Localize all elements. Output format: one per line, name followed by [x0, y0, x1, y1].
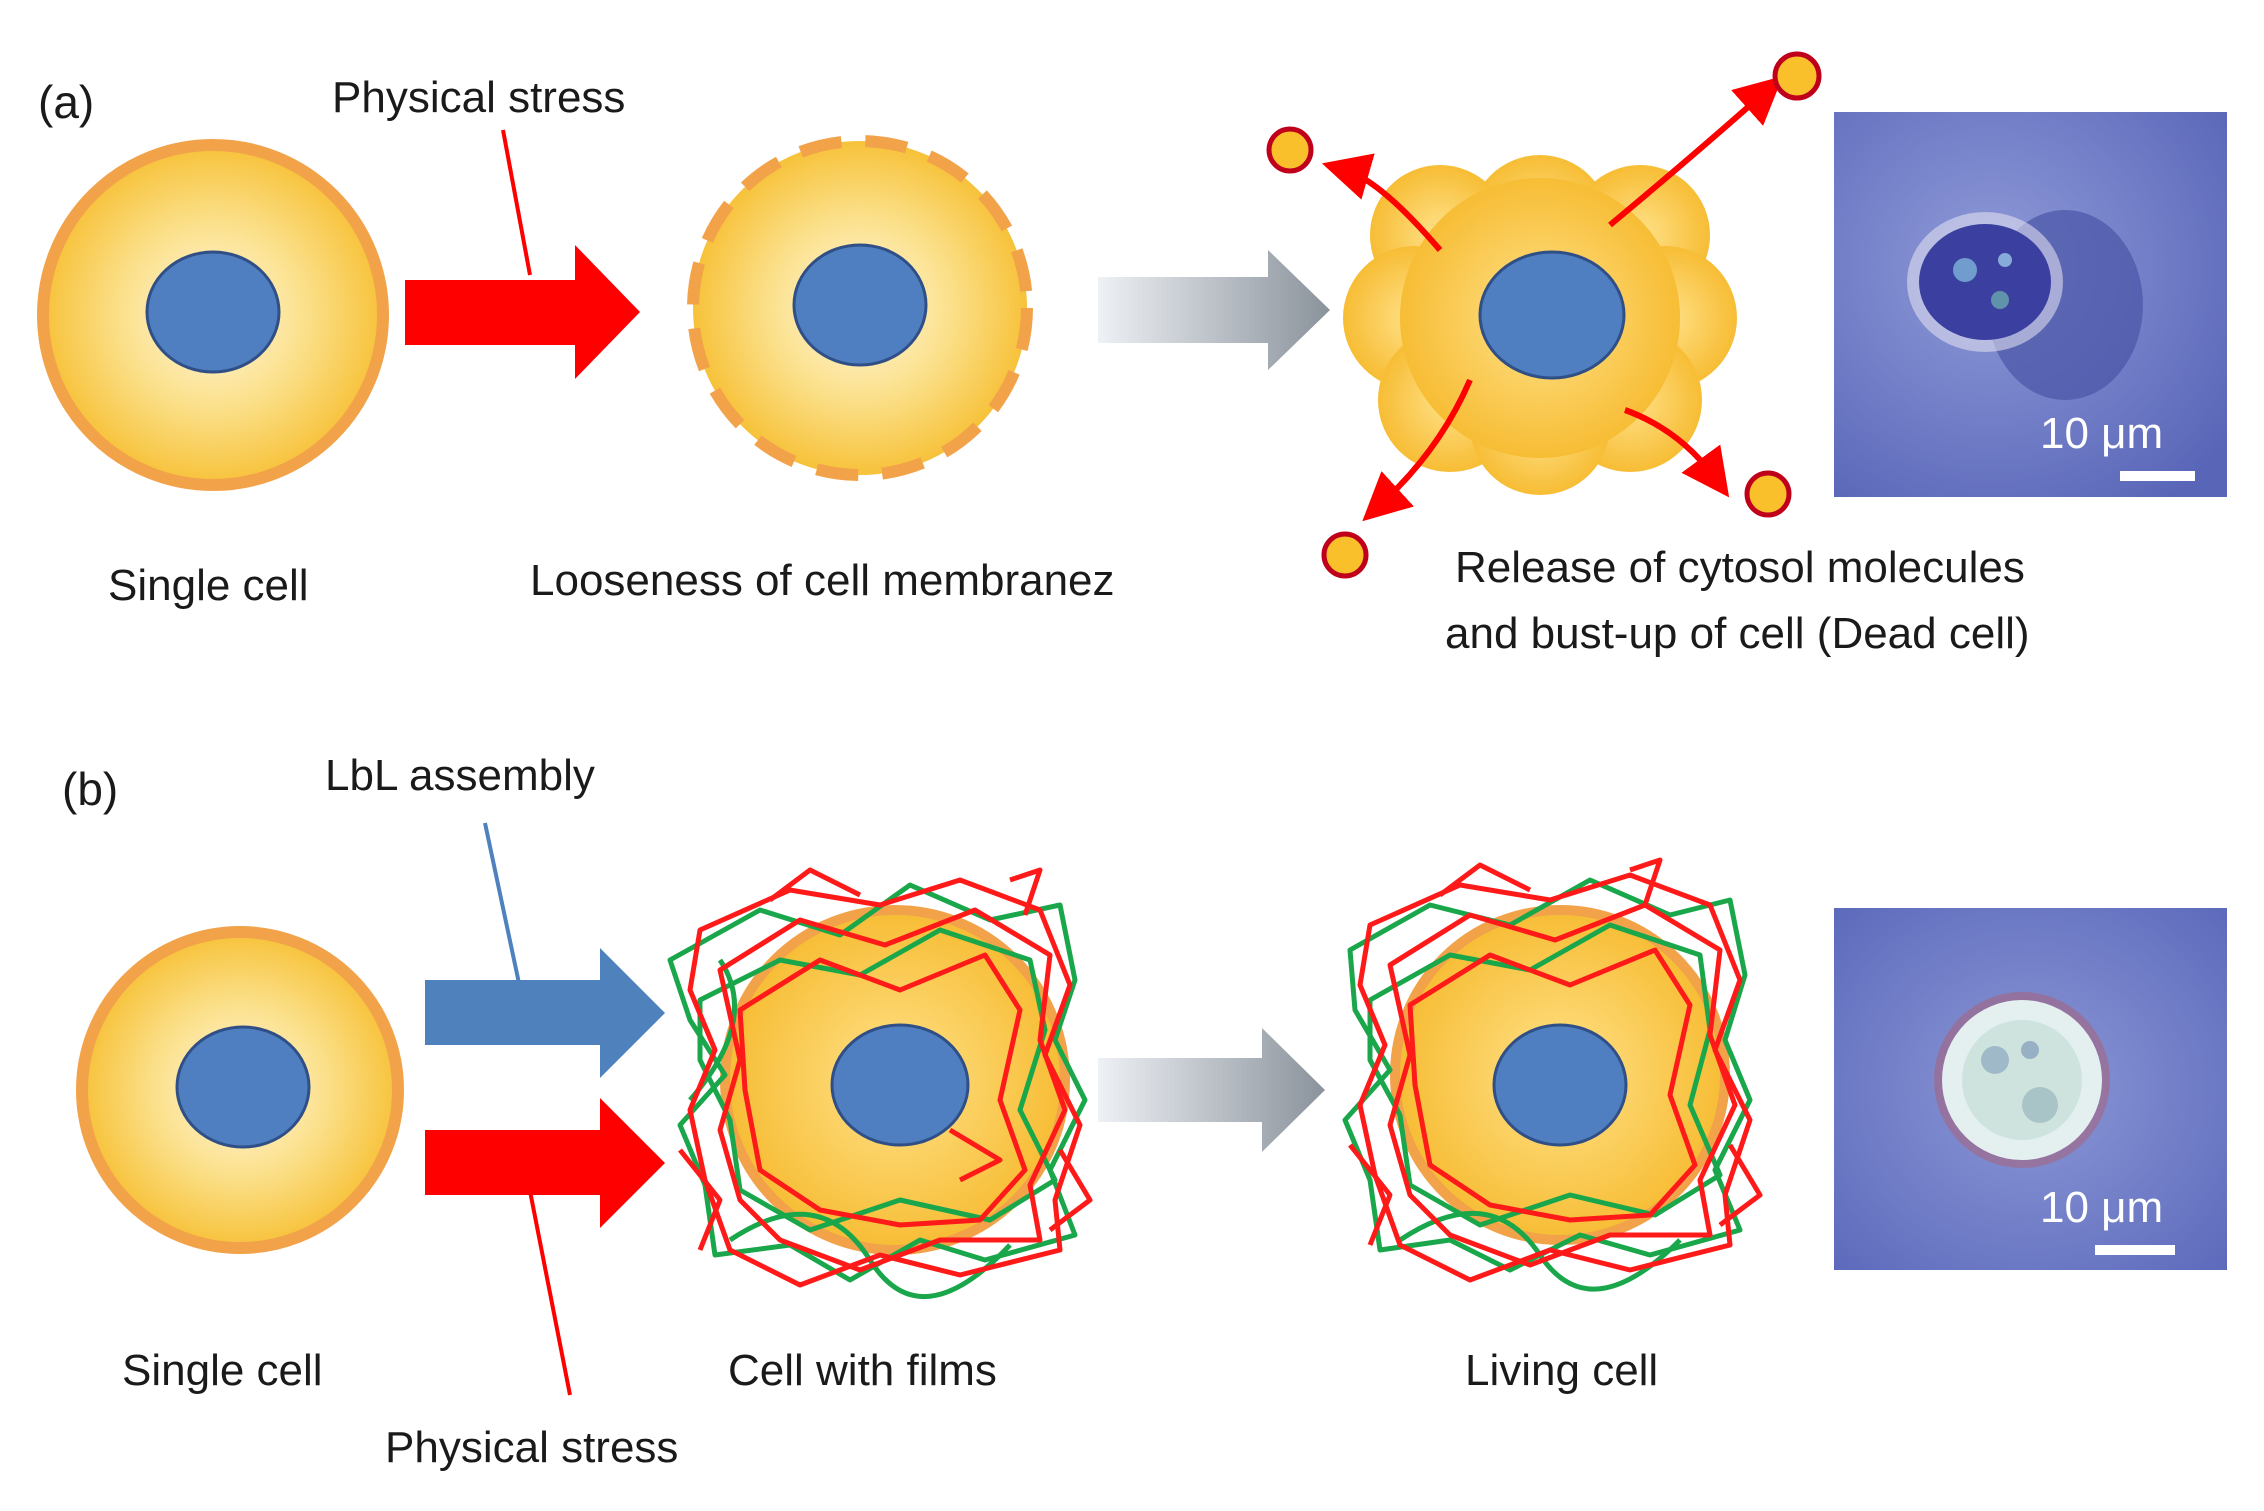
process-arrow-b [1098, 1028, 1325, 1152]
stress-pointer-line-b [518, 1139, 572, 1396]
nucleus [1478, 250, 1626, 380]
caption-loose-membrane: Looseness of cell membranez [530, 556, 1115, 605]
released-molecules [1266, 51, 1822, 579]
nucleus [145, 250, 281, 374]
caption-single-cell-a: Single cell [108, 561, 309, 610]
nucleus [175, 1025, 311, 1149]
molecule [1321, 531, 1369, 579]
burst-cell [1343, 155, 1737, 495]
nucleus [1492, 1023, 1628, 1147]
panel-a-label: (a) [38, 76, 94, 128]
stress-pointer-line-a [501, 129, 532, 276]
lbl-assembly-arrow [425, 948, 665, 1078]
scale-bar-label-a: 10 μm [2040, 409, 2163, 458]
caption-cell-with-films: Cell with films [728, 1346, 997, 1395]
lbl-pointer-line [483, 822, 522, 989]
process-arrow-a [1098, 250, 1330, 370]
micrograph-dead-cell: 10 μm [1834, 112, 2227, 497]
cell-with-films [667, 867, 1093, 1300]
living-cell [1342, 857, 1763, 1292]
lbl-assembly-label: LbL assembly [325, 751, 595, 800]
loosened-cell [687, 135, 1033, 481]
nucleus [830, 1023, 970, 1147]
single-cell-a [37, 139, 389, 491]
scale-bar-b [2095, 1245, 2175, 1255]
molecule [1772, 51, 1822, 101]
physical-stress-arrow-b [425, 1098, 665, 1228]
caption-single-cell-b: Single cell [122, 1346, 323, 1395]
physical-stress-label-b: Physical stress [385, 1423, 678, 1472]
physical-stress-arrow-a [405, 245, 640, 379]
caption-release-line1: Release of cytosol molecules [1455, 543, 2025, 592]
panel-b-label: (b) [62, 763, 118, 815]
scale-bar-label-b: 10 μm [2040, 1183, 2163, 1232]
scale-bar-a [2120, 471, 2195, 481]
single-cell-b [76, 926, 404, 1254]
molecule [1744, 470, 1792, 518]
caption-living-cell: Living cell [1465, 1346, 1658, 1395]
molecule [1266, 126, 1314, 174]
caption-release-line2: and bust-up of cell (Dead cell) [1445, 609, 2030, 658]
physical-stress-label-a: Physical stress [332, 73, 625, 122]
release-arrows [1321, 76, 1783, 522]
micrograph-living-cell: 10 μm [1834, 908, 2227, 1270]
nucleus [792, 243, 928, 367]
